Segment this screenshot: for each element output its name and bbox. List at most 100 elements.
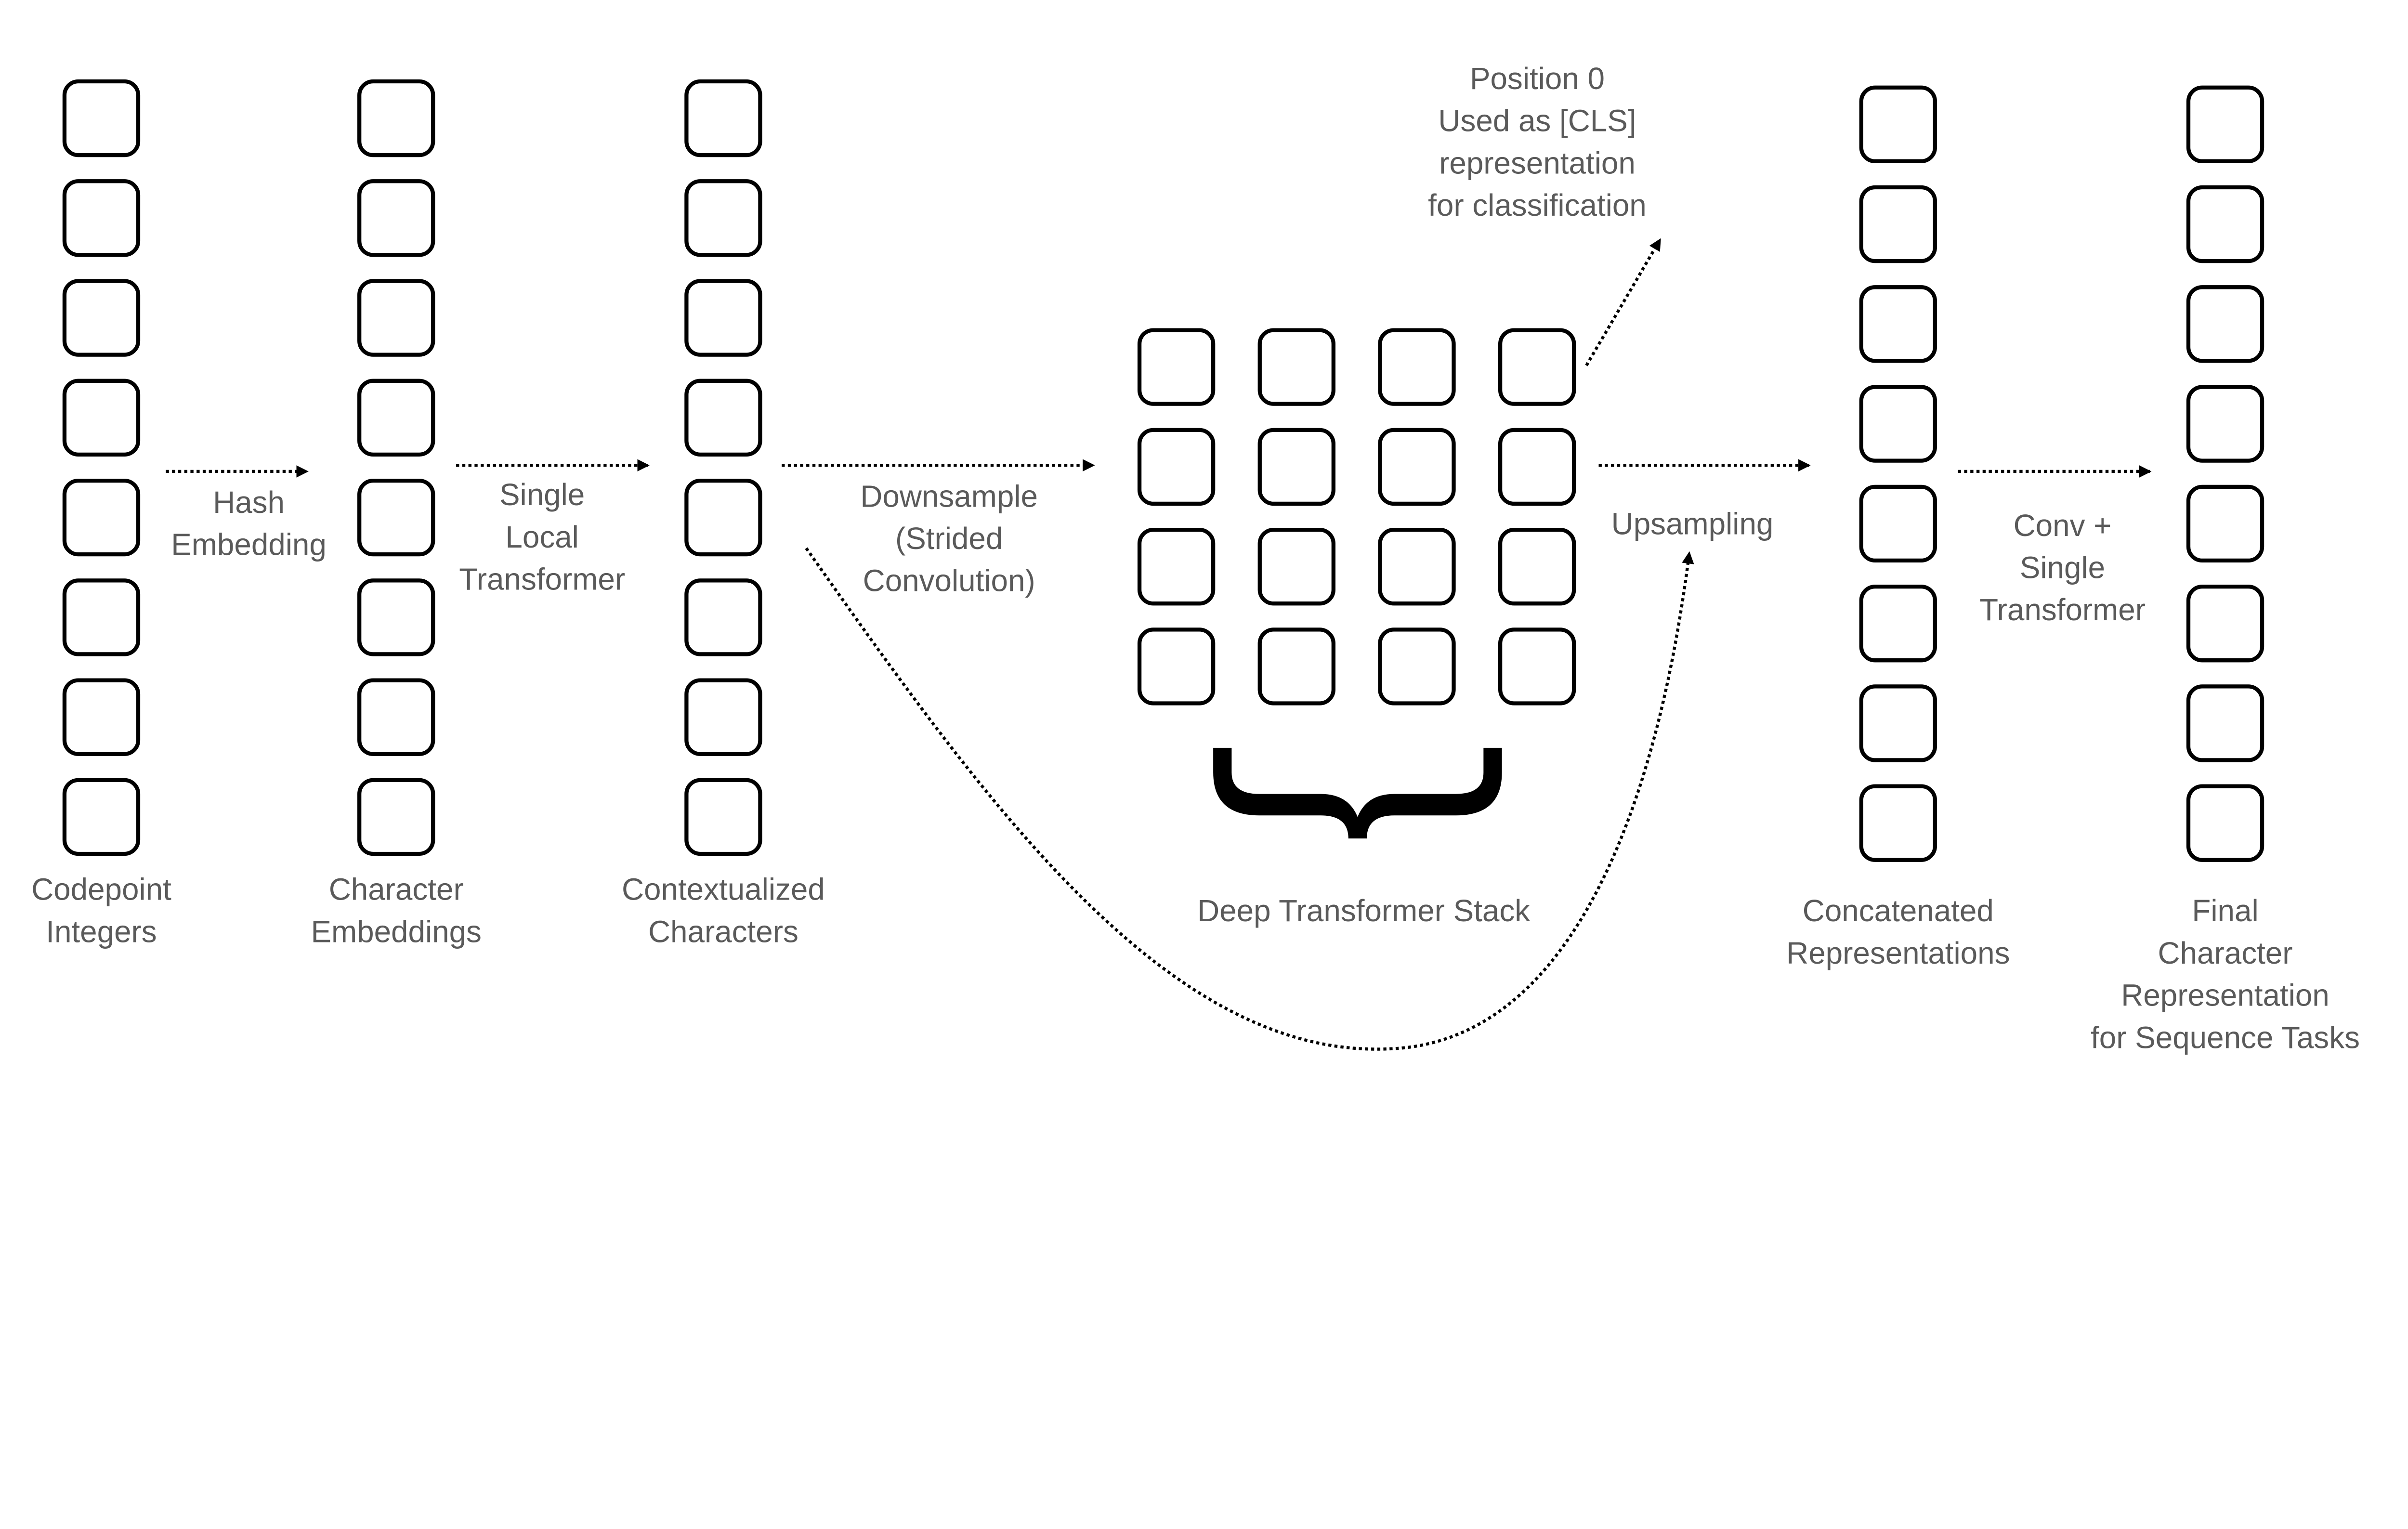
cell — [2186, 285, 2264, 363]
label-concatenated-line: Concatenated — [1803, 893, 1994, 928]
stack-cell — [1378, 328, 1456, 406]
cell — [62, 778, 141, 856]
label-codepoints-line: Codepoint — [31, 872, 171, 907]
column-codepoints — [62, 79, 141, 856]
label-hash-embedding-line: Hash — [213, 485, 285, 520]
label-conv-single-transformer-line: Transformer — [1979, 592, 2146, 627]
cell — [684, 678, 762, 756]
label-final-line: Representation — [2121, 978, 2329, 1013]
stack-cell — [1498, 527, 1576, 606]
cell — [62, 578, 141, 656]
label-upsampling-line: Upsampling — [1611, 507, 1774, 541]
label-char-embeddings-line: Character — [329, 872, 464, 907]
cell — [1859, 85, 1937, 163]
cell — [62, 379, 141, 457]
label-cls-note: Position 0 Used as [CLS] representation for… — [1428, 61, 1647, 222]
cell — [357, 379, 435, 457]
cell — [2186, 185, 2264, 263]
label-single-local-transformer-line: Local — [505, 520, 578, 554]
cell — [357, 179, 435, 257]
cell — [357, 778, 435, 856]
cell — [1859, 784, 1937, 862]
curly-brace — [1213, 747, 1502, 839]
cell — [1859, 484, 1937, 563]
stack-cell — [1137, 627, 1216, 706]
label-codepoints-line: Integers — [46, 914, 157, 949]
label-conv-single-transformer-line: Single — [2020, 550, 2105, 585]
column-concatenated — [1859, 85, 1937, 862]
stack-cell — [1137, 428, 1216, 506]
cell — [62, 478, 141, 557]
cell — [684, 179, 762, 257]
label-cls-note-line: representation — [1439, 145, 1636, 180]
stack-cell — [1498, 428, 1576, 506]
stack-cell — [1498, 627, 1576, 706]
cell — [62, 79, 141, 157]
cell — [684, 79, 762, 157]
cell — [357, 678, 435, 756]
label-concatenated-line: Representations — [1786, 936, 2010, 970]
cell — [684, 279, 762, 357]
label-single-local-transformer-line: Transformer — [459, 562, 625, 596]
label-deep-transformer-stack: Deep Transformer Stack — [1197, 893, 1530, 928]
stack-cell — [1137, 527, 1216, 606]
cell — [684, 578, 762, 656]
cell — [1859, 285, 1937, 363]
stack-cell — [1378, 627, 1456, 706]
label-contextualized-line: Contextualized — [622, 872, 825, 907]
label-conv-single-transformer-line: Conv + — [2014, 508, 2112, 543]
cell — [2186, 484, 2264, 563]
cell — [2186, 584, 2264, 663]
label-char-embeddings-line: Embeddings — [311, 914, 481, 949]
label-final-line: for Sequence Tasks — [2091, 1020, 2360, 1055]
stack-cell — [1257, 627, 1335, 706]
cell — [684, 778, 762, 856]
label-cls-note-line: for classification — [1428, 188, 1647, 222]
cell — [1859, 684, 1937, 762]
cell — [62, 179, 141, 257]
cell — [357, 79, 435, 157]
stack-cell — [1257, 527, 1335, 606]
cell — [684, 379, 762, 457]
stack-cell — [1257, 428, 1335, 506]
deep-transformer-stack-grid — [1137, 328, 1576, 706]
cell — [1859, 584, 1937, 663]
column-char-embeddings — [357, 79, 435, 856]
label-upsampling: Upsampling — [1611, 507, 1774, 541]
label-contextualized-line: Characters — [648, 914, 798, 949]
cell — [357, 478, 435, 557]
arrow-cls — [1585, 238, 1662, 366]
stack-cell — [1257, 328, 1335, 406]
label-downsample-line: (Strided — [895, 521, 1003, 556]
cell — [357, 578, 435, 656]
label-final-line: Character — [2158, 936, 2293, 970]
cell — [62, 279, 141, 357]
label-downsample-line: Convolution) — [863, 563, 1035, 598]
cell — [357, 279, 435, 357]
stack-cell — [1378, 428, 1456, 506]
label-hash-embedding-line: Embedding — [171, 527, 327, 562]
label-single-local-transformer-line: Single — [499, 477, 585, 512]
cell — [62, 678, 141, 756]
label-cls-note-line: Position 0 — [1470, 61, 1605, 96]
stack-cell — [1498, 328, 1576, 406]
cell — [1859, 185, 1937, 263]
cell — [2186, 385, 2264, 463]
cell — [1859, 385, 1937, 463]
label-cls-note-line: Used as [CLS] — [1438, 104, 1636, 138]
label-downsample-line: Downsample — [860, 479, 1038, 513]
cell — [2186, 684, 2264, 762]
stack-cell — [1378, 527, 1456, 606]
label-final-line: Final — [2192, 893, 2258, 928]
stack-cell — [1137, 328, 1216, 406]
